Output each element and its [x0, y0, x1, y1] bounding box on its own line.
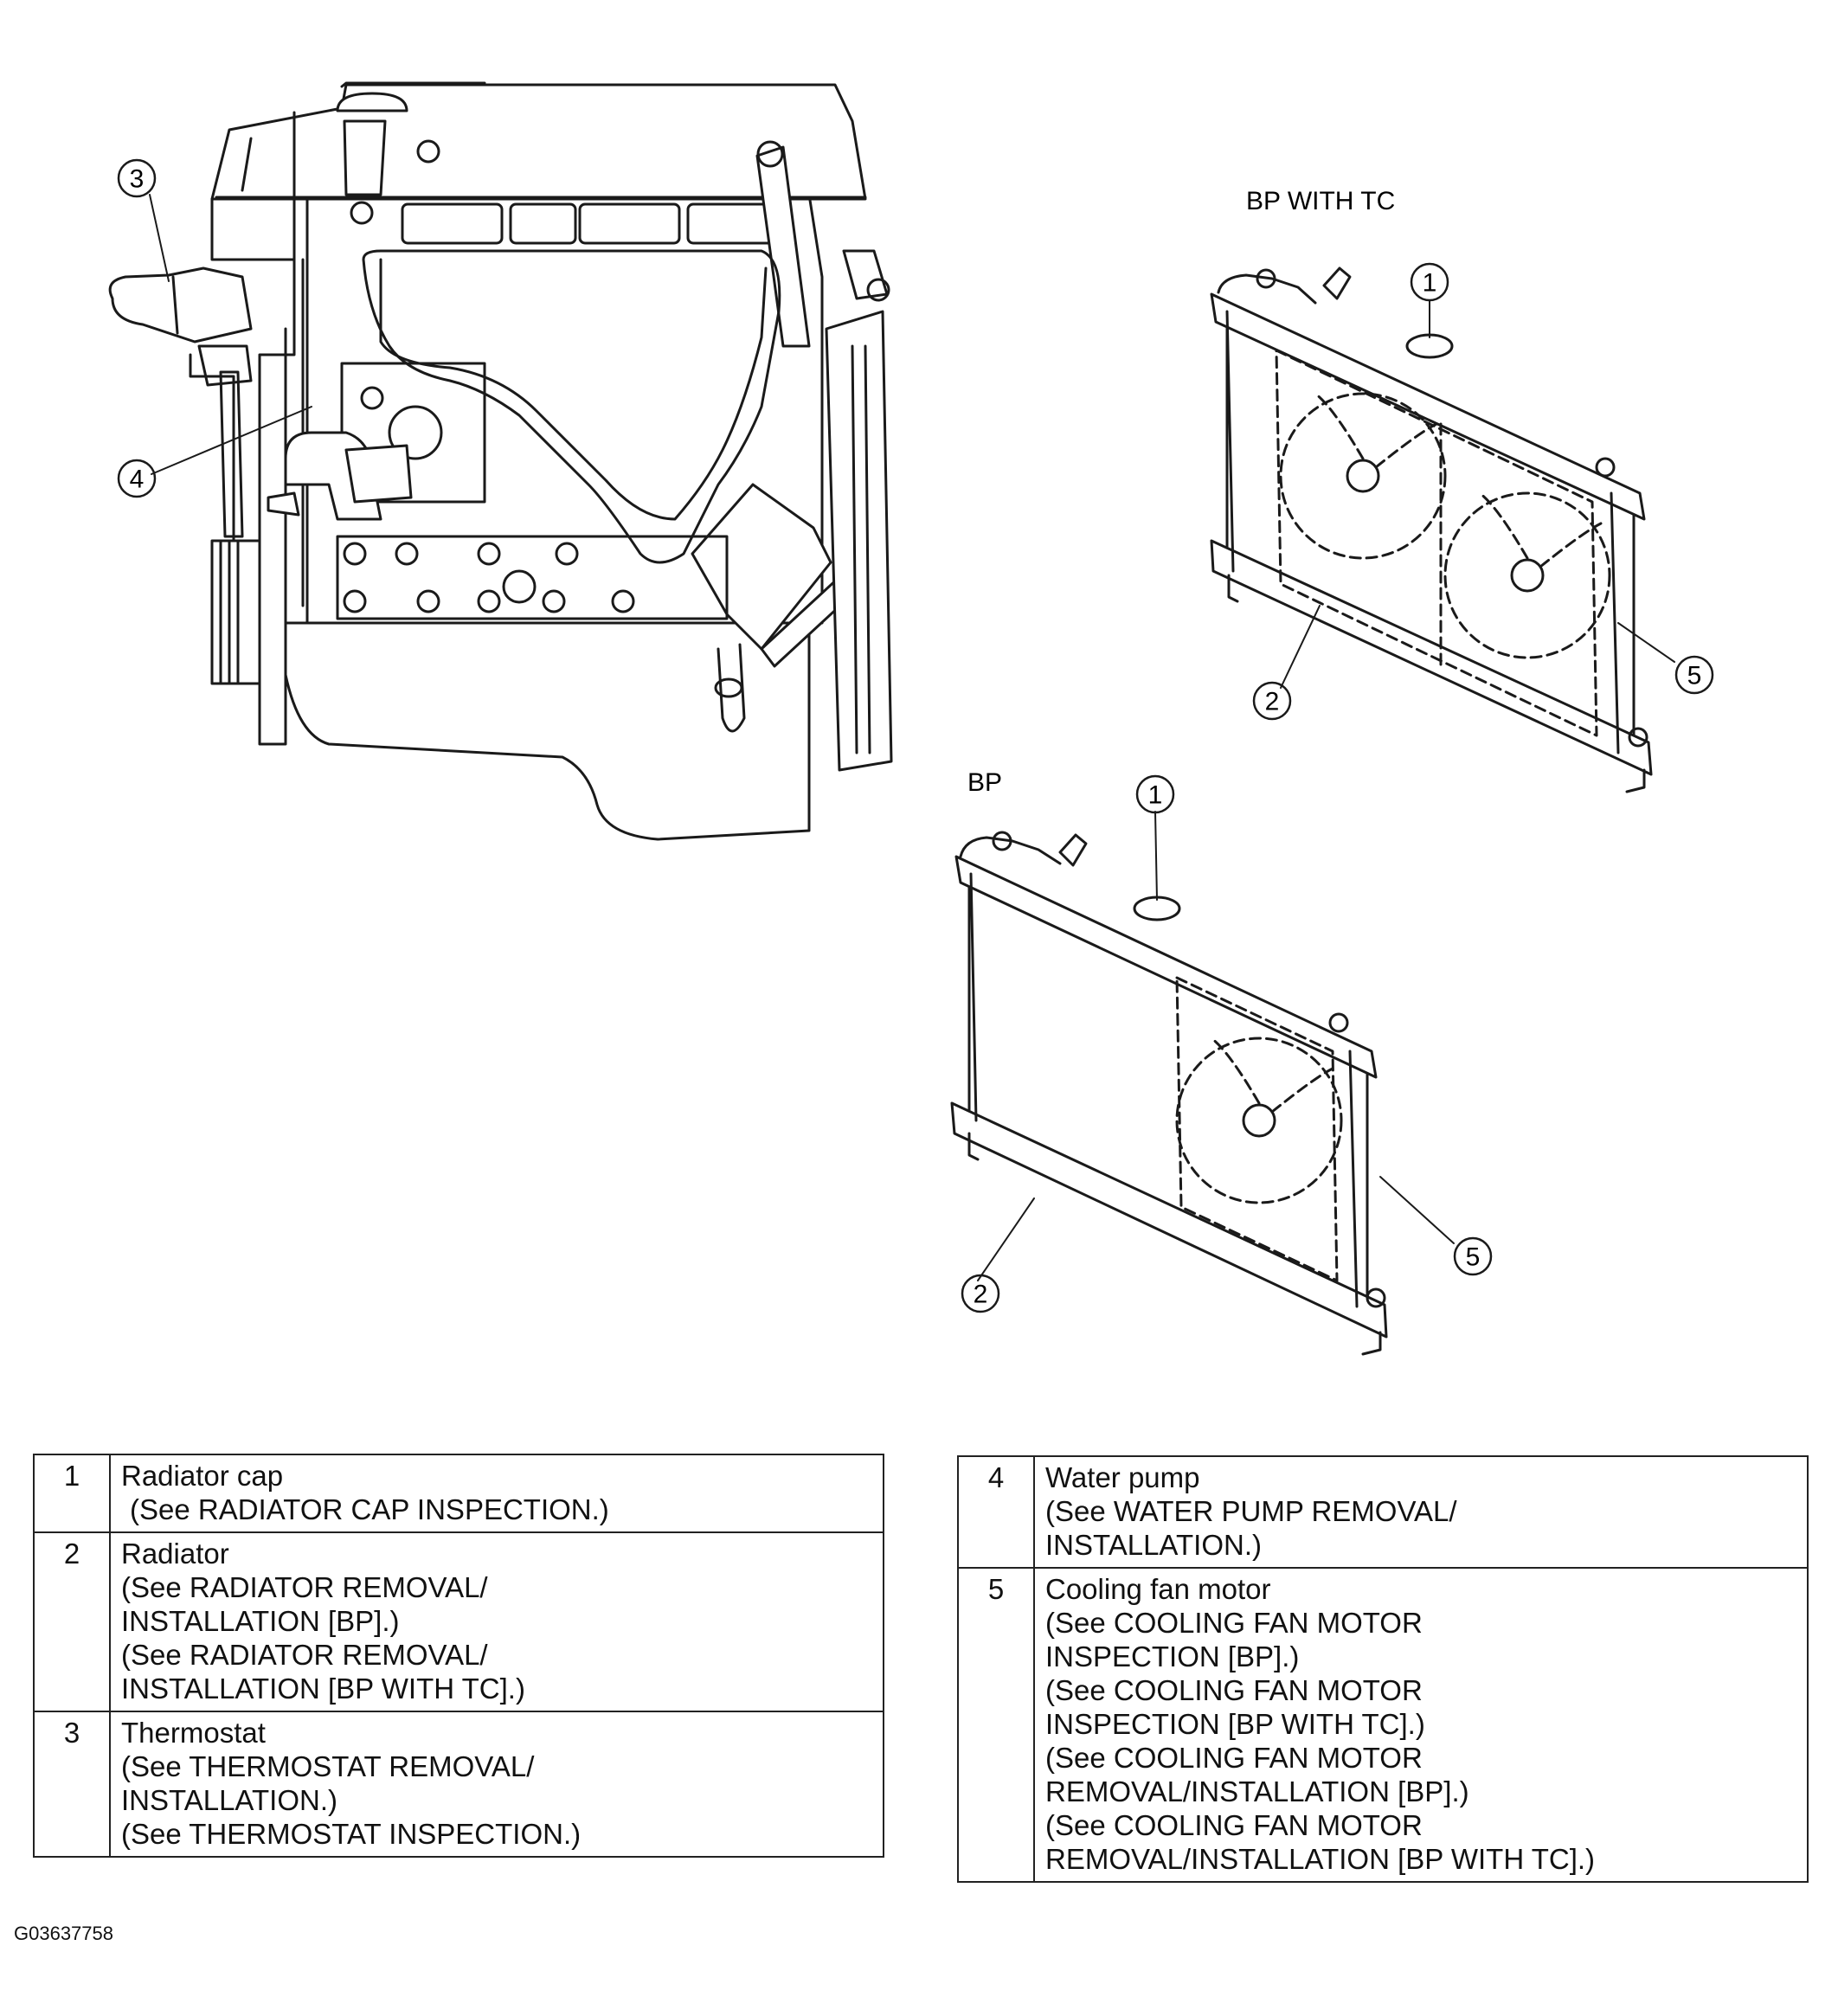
legend-reference: (See THERMOSTAT INSPECTION.) [121, 1818, 582, 1850]
callout-2-bp: 2 [974, 1281, 988, 1309]
legend-description: Water pump (See WATER PUMP REMOVAL/ INST… [1033, 1455, 1809, 1569]
legend-row: 4 Water pump (See WATER PUMP REMOVAL/ IN… [957, 1455, 1809, 1569]
label-bp: BP [967, 768, 1002, 797]
legend-description: Thermostat (See THERMOSTAT REMOVAL/ INST… [109, 1711, 884, 1858]
engine-drawing [108, 81, 893, 841]
legend-row: 2 Radiator (See RADIATOR REMOVAL/ INSTAL… [33, 1531, 884, 1712]
callout-5-bp: 5 [1466, 1243, 1481, 1272]
legend-description: Cooling fan motor (See COOLING FAN MOTOR… [1033, 1567, 1809, 1883]
legend-reference: (See WATER PUMP REMOVAL/ INSTALLATION.) [1045, 1495, 1457, 1561]
legend-number: 2 [33, 1531, 111, 1712]
legend-row: 3 Thermostat (See THERMOSTAT REMOVAL/ IN… [33, 1711, 884, 1858]
legend-reference: (See COOLING FAN MOTOR REMOVAL/INSTALLAT… [1045, 1742, 1469, 1807]
figure-code: G03637758 [14, 1923, 113, 1944]
callout-1-bp: 1 [1148, 781, 1163, 810]
legend-reference: (See RADIATOR CAP INSPECTION.) [130, 1493, 609, 1525]
legend-number: 3 [33, 1711, 111, 1858]
callout-4: 4 [130, 465, 145, 494]
legend-reference: (See COOLING FAN MOTOR REMOVAL/INSTALLAT… [1045, 1809, 1596, 1875]
legend-number: 1 [33, 1454, 111, 1533]
label-bp-with-tc: BP WITH TC [1246, 187, 1395, 215]
callout-5-tc: 5 [1687, 662, 1702, 690]
callout-2-tc: 2 [1265, 688, 1280, 716]
legend-item-name: Radiator cap [121, 1460, 284, 1492]
radiator-bp-drawing [950, 831, 1388, 1356]
legend-row: 5 Cooling fan motor (See COOLING FAN MOT… [957, 1567, 1809, 1883]
legend-reference: (See RADIATOR REMOVAL/ INSTALLATION [BP … [121, 1639, 525, 1705]
legend-reference: (See COOLING FAN MOTOR INSPECTION [BP].) [1045, 1607, 1423, 1673]
legend-table-right: 4 Water pump (See WATER PUMP REMOVAL/ IN… [957, 1455, 1809, 1883]
legend-description: Radiator (See RADIATOR REMOVAL/ INSTALLA… [109, 1531, 884, 1712]
callout-3: 3 [130, 165, 145, 194]
legend-item-name: Radiator [121, 1538, 229, 1570]
legend-number: 4 [957, 1455, 1035, 1569]
legend-item-name: Cooling fan motor [1045, 1573, 1271, 1605]
callout-circles [117, 158, 1714, 1313]
legend-item-name: Water pump [1045, 1461, 1200, 1493]
legend-description: Radiator cap (See RADIATOR CAP INSPECTIO… [109, 1454, 884, 1533]
legend-reference: (See RADIATOR REMOVAL/ INSTALLATION [BP]… [121, 1571, 488, 1637]
radiator-bp-with-tc-drawing [1210, 266, 1653, 793]
legend-table-left: 1 Radiator cap (See RADIATOR CAP INSPECT… [33, 1454, 884, 1858]
legend-row: 1 Radiator cap (See RADIATOR CAP INSPECT… [33, 1454, 884, 1533]
leader-lines [149, 194, 1675, 1281]
legend-number: 5 [957, 1567, 1035, 1883]
legend-item-name: Thermostat [121, 1717, 266, 1749]
legend-reference: (See COOLING FAN MOTOR INSPECTION [BP WI… [1045, 1674, 1425, 1740]
callout-1-tc: 1 [1423, 269, 1437, 298]
legend-reference: (See THERMOSTAT REMOVAL/ INSTALLATION.) [121, 1750, 535, 1816]
